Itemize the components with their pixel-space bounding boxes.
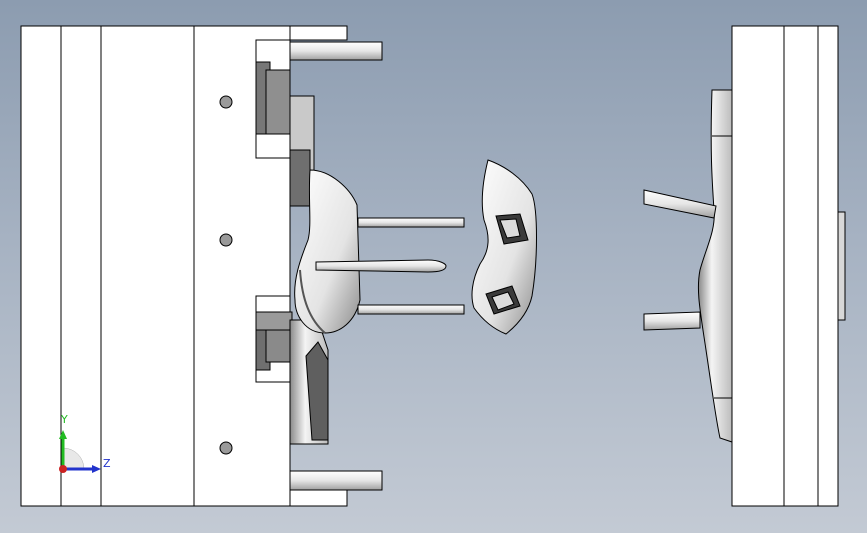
cavity-plate [731,25,785,507]
bolt-hole-middle [219,233,233,247]
guide-bushing-top [289,25,348,41]
bolt-hole-bottom [219,441,233,455]
cavity-insert [697,89,733,443]
y-axis-label: Y [61,413,68,426]
guide-pin-bottom [289,470,383,491]
cavity-clamp-plate [783,25,819,507]
triad-graphic [59,430,101,473]
support-plate [100,25,195,507]
cavity-back-plate [817,25,839,507]
guide-pin-top [289,41,383,61]
molded-core-part [294,169,361,334]
locating-ring [837,211,846,321]
angle-pin-lower [643,311,701,331]
angle-pin-upper [643,189,717,219]
y-axis-head [59,430,67,439]
orientation-triad[interactable]: Y Z [48,410,118,480]
guide-bushing-bottom [289,489,348,507]
x-axis-origin [59,465,67,473]
left-mold-half [20,25,465,507]
bolt-hole-top [219,95,233,109]
ejector-pin-lower [357,304,465,315]
clamp-plate [20,25,62,507]
ejector-pin-center [315,259,447,273]
ejector-plate [60,25,102,507]
right-mold-half [643,25,846,507]
z-axis-head [92,465,101,473]
triad-plane [62,447,85,470]
molded-shell-part [471,159,537,335]
z-axis-label: Z [103,457,111,470]
ejector-pin-upper [357,217,465,228]
